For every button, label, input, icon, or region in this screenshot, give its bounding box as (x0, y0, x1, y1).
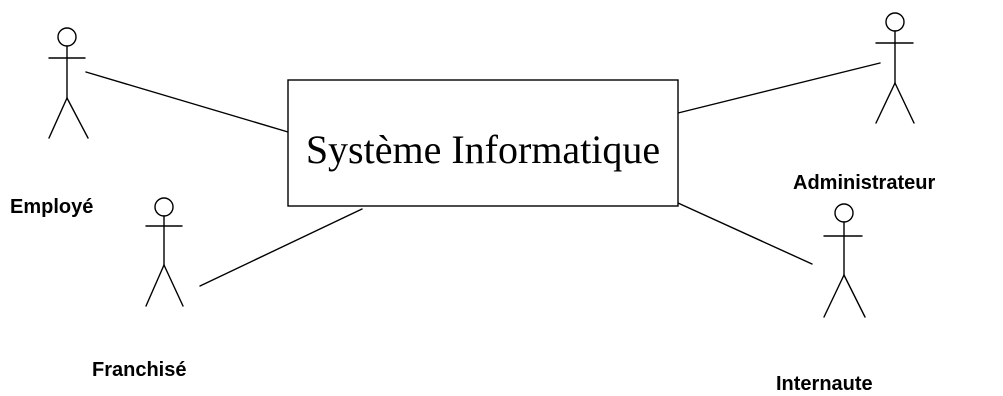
actor-label-administrateur: Administrateur (793, 172, 935, 194)
system-box: Système Informatique (287, 79, 679, 207)
actor-employe: Employé (10, 27, 93, 218)
actor-administrateur: Administrateur (793, 12, 935, 194)
actor-label-franchise: Franchisé (92, 359, 186, 381)
actor-franchise: Franchisé (92, 197, 186, 381)
stick-figure-icon (48, 27, 89, 139)
association-internaute (677, 202, 813, 265)
association-franchise (199, 208, 363, 287)
system-rectangle (287, 79, 679, 207)
actor-internaute: Internaute (776, 203, 873, 395)
actor-label-employe: Employé (10, 196, 93, 218)
stick-figure-icon (823, 203, 866, 318)
system-title: Système Informatique (306, 127, 660, 172)
actor-label-internaute: Internaute (776, 373, 873, 395)
associations (85, 62, 881, 287)
association-employe (85, 71, 289, 133)
association-administrateur (677, 62, 881, 114)
stick-figure-icon (145, 197, 184, 307)
stick-figure-icon (875, 12, 915, 124)
